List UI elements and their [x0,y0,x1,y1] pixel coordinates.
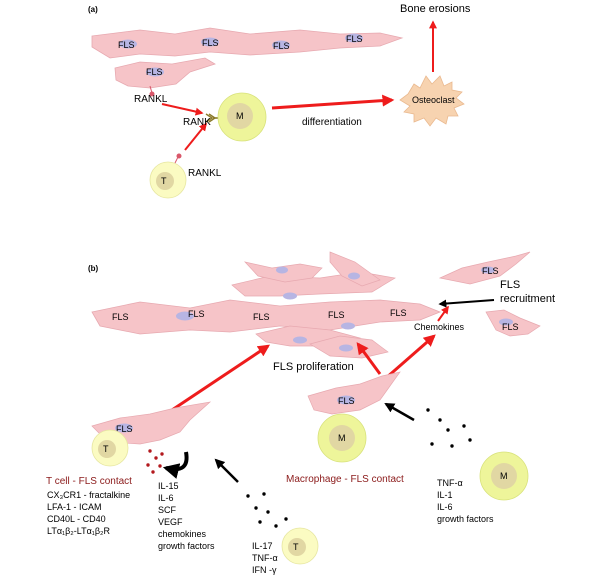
macrophage-label: M [500,471,508,481]
fls-factor-1: IL-15 [158,481,179,491]
fls-cell-t-contact: FLS [91,401,212,445]
fls-label: FLS [118,40,135,50]
fls-label: FLS [482,266,499,276]
rankl-label-fls: RANKL [134,94,168,105]
arrow-chemokines-to-recruited-fls [437,305,449,322]
fls-factor-3: SCF [158,505,177,515]
chemokines-label: Chemokines [414,322,465,332]
arrow-m-factors-to-fls [384,402,415,422]
differentiation-label: differentiation [302,117,362,128]
fls-label: FLS [502,322,519,332]
m-factor-1: TNF-α [437,478,463,488]
m-factor-4: growth factors [437,514,494,524]
t-cell-label: T [103,444,109,454]
arrow-t-rankl-to-rank [184,122,208,151]
fls-cell-recruited-right: FLS [485,309,541,337]
fls-cell-recruited-top: FLS [438,251,531,285]
fls-recruitment-label-line1: FLS [500,279,520,291]
fls-factor-5: chemokines [158,529,207,539]
m-factor-2: IL-1 [437,490,453,500]
arrow-fls-recruitment [438,299,495,308]
arrow-t-factors-to-fls [214,458,239,483]
fls-strip-a: FLS FLS FLS FLS [91,27,404,59]
bone-erosions-label: Bone erosions [400,3,471,15]
t-contact-line-2: LFA-1 - ICAM [47,502,102,512]
rankl-label-t: RANKL [188,168,222,179]
macrophage-b-center: M [317,413,367,463]
osteoclast: Osteoclast [399,75,465,127]
panel-a-label: (a) [88,5,98,14]
t-contact-line-1: CX₃CR1 - fractalkine [47,490,130,500]
macrophage-a: M [217,92,267,142]
t-factor-2: TNF-α [252,553,278,563]
t-factor-3: IFN -γ [252,565,277,575]
fls-label: FLS [338,396,355,406]
fls-cluster-b: FLS FLS FLS FLS FLS [91,251,442,359]
m-factor-3: IL-6 [437,502,453,512]
fls-label: FLS [146,67,163,77]
t-cell-b-bottom: T [281,527,319,565]
fls-label: FLS [328,310,345,320]
fls-label: FLS [202,38,219,48]
macrophage-fls-contact-title: Macrophage - FLS contact [286,474,404,485]
macrophage-label: M [236,111,244,121]
fls-label: FLS [253,312,270,322]
t-cell-label: T [293,542,299,552]
fls-proliferation-label: FLS proliferation [273,361,354,373]
osteoclast-label: Osteoclast [412,95,455,105]
macrophage-label: M [338,433,346,443]
arrow-macrophage-fls-to-cluster [356,342,382,375]
rank-label: RANK [183,117,211,128]
arrow-t-fls-to-proliferation [171,344,270,412]
t-cell-b-left: T [91,429,129,467]
panel-b-label: (b) [88,264,99,273]
arrow-rankl-to-rank [161,103,204,116]
fls-cell-rankl: FLS RANKL [114,57,216,105]
fls-label: FLS [390,308,407,318]
t-cell-label: T [161,176,167,186]
fls-recruitment-label-line2: recruitment [500,293,555,305]
fls-cell-macrophage-contact: FLS [307,371,401,415]
fls-factor-2: IL-6 [158,493,174,503]
arrow-differentiation [271,94,395,110]
fls-label: FLS [188,309,205,319]
fls-factor-6: growth factors [158,541,215,551]
fls-factor-4: VEGF [158,517,183,527]
t-factor-1: IL-17 [252,541,273,551]
fls-label: FLS [116,424,133,434]
arrow-to-chemokines [385,334,436,380]
t-contact-line-4: LTα₁β₂-LTα₁β₂R [47,526,110,536]
curved-arrow-autocrine [162,451,189,479]
t-cell-a: T RANKL [149,153,222,199]
fls-label: FLS [346,34,363,44]
secreted-factors-black-m [426,408,472,448]
t-cell-fls-contact-title: T cell - FLS contact [46,476,132,487]
t-contact-line-3: CD40L - CD40 [47,514,106,524]
secreted-factors-black-t [246,492,288,528]
fls-label: FLS [112,312,129,322]
macrophage-b-right: M [479,451,529,501]
fls-label: FLS [273,41,290,51]
secreted-factors-red [146,449,164,474]
